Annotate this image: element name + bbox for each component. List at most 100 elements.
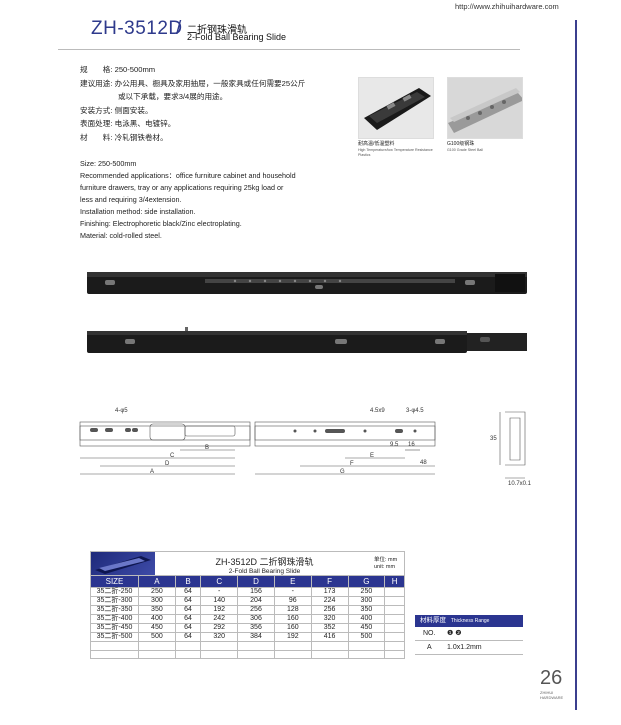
column-header: H	[384, 575, 405, 588]
spec-table: ZH-3512D 二折钢珠滑轨 2-Fold Ball Bearing Slid…	[90, 551, 405, 659]
page-number: 26	[540, 667, 563, 689]
table-cell: 140	[200, 596, 239, 606]
table-cell: 450	[347, 623, 386, 633]
table-cell	[138, 649, 176, 659]
table-cell: 35二折-350	[90, 605, 139, 615]
label-hole-b: 3-φ4.5	[406, 408, 424, 414]
table-cell	[384, 596, 405, 606]
label-holes-left: 4-φ5	[115, 408, 128, 414]
label-G: G	[340, 469, 345, 475]
table-cell	[384, 632, 405, 642]
specs-chinese: 规 格: 250-500mm 建议用途: 办公用具、橱具及家用抽屉，一般家具或任…	[80, 63, 305, 144]
table-cell: 35二折-300	[90, 596, 139, 606]
table-cell	[174, 641, 202, 651]
column-header: A	[138, 575, 176, 588]
unit-en: unit: mm	[374, 564, 396, 570]
thickness-head-cn: 材料厚度	[420, 617, 446, 624]
label-B: B	[205, 445, 209, 451]
table-cell: 128	[273, 605, 312, 615]
label-C: C	[170, 453, 175, 459]
column-header: F	[310, 575, 349, 588]
table-cell	[384, 623, 405, 633]
table-cell: 500	[138, 632, 176, 642]
photo1-caption-cn: 耐高温/低温塑料	[358, 141, 395, 147]
table-row	[90, 641, 405, 651]
spec-line: Material: cold-rolled steel.	[80, 231, 162, 240]
label-hole-a: 4.5x9	[370, 408, 385, 414]
spec-line: Installation method: side installation.	[80, 207, 196, 216]
spec-line: 建议用途: 办公用具、橱具及家用抽屉，一般家具或任何需要25公斤	[80, 78, 306, 88]
column-header: D	[237, 575, 275, 588]
column-header: E	[273, 575, 312, 588]
table-cell	[200, 649, 239, 659]
table-cell: 300	[138, 596, 176, 606]
label-F: F	[350, 461, 354, 467]
title-slash: /	[176, 18, 182, 39]
table-cell: 35二折-500	[90, 632, 139, 642]
table-cell: 64	[174, 614, 202, 624]
table-cell: 35二折-250	[90, 587, 139, 597]
brand-line1: ZHIHUI	[540, 690, 554, 695]
technical-drawing: 4-φ5 4.5x9 3-φ4.5 9.5 16 48 35 10.7x0.1 …	[79, 408, 532, 487]
table-cell: 35二折-450	[90, 623, 139, 633]
spec-line: 规 格: 250-500mm	[80, 65, 156, 74]
table-cell	[90, 649, 139, 659]
table-cell	[237, 641, 275, 651]
table-cell	[384, 641, 405, 651]
table-cell	[138, 641, 176, 651]
table-cell	[200, 641, 239, 651]
header-rule	[58, 49, 520, 50]
table-cell: 160	[273, 614, 312, 624]
table-cell: 416	[310, 632, 349, 642]
label-E: E	[370, 453, 374, 459]
table-cell	[273, 641, 312, 651]
table-header: ZH-3512D 二折钢珠滑轨 2-Fold Ball Bearing Slid…	[90, 551, 405, 575]
table-cell: 350	[138, 605, 176, 615]
table-cell: 400	[138, 614, 176, 624]
slide-thumbnail	[91, 552, 155, 575]
table-cell: 160	[273, 623, 312, 633]
label-A: A	[150, 469, 154, 475]
slide-extended-photo	[87, 272, 527, 294]
column-header: SIZE	[90, 575, 139, 588]
table-cell: 320	[310, 614, 349, 624]
spec-line: 安装方式: 侧面安装。	[80, 105, 153, 115]
label-D: D	[165, 461, 170, 467]
table-cell	[384, 587, 405, 597]
table-cell	[384, 649, 405, 659]
plastic-closeup-photo	[358, 77, 434, 139]
thickness-header: 材料厚度 Thickness Range	[415, 615, 523, 627]
table-cell: 96	[273, 596, 312, 606]
no-values: ❶ ❷	[447, 630, 462, 637]
unit-cn: 单位: mm	[374, 557, 398, 563]
spec-line: furniture drawers, tray or any applicati…	[80, 183, 284, 192]
spec-line: 或以下承载，要求3/4展的用途。	[80, 92, 228, 101]
label-9-5: 9.5	[390, 442, 399, 448]
website-url: http://www.zhihuihardware.com	[455, 2, 559, 11]
table-cell: 192	[200, 605, 239, 615]
spec-line: 表面处理: 电泳黑、电镀锌。	[80, 119, 176, 128]
specs-english: Size: 250-500mm Recommended applications…	[80, 158, 296, 242]
photo2-caption-en: G100 Grade Steel Ball	[447, 148, 483, 152]
brand-mark: ZHIHUI HARDWARE	[540, 690, 563, 700]
table-cell	[347, 641, 386, 651]
spec-line: 材 料: 冷轧钢铁卷材。	[80, 132, 168, 142]
table-title-cn: ZH-3512D 二折钢珠滑轨	[215, 557, 314, 567]
table-cell: 173	[310, 587, 349, 597]
table-cell: 64	[174, 623, 202, 633]
slide-closed-photo	[87, 327, 527, 353]
title-english: 2-Fold Ball Bearing Slide	[187, 32, 287, 42]
brand-line2: HARDWARE	[540, 695, 564, 700]
table-cell: 64	[174, 605, 202, 615]
table-cell	[384, 605, 405, 615]
table-cell	[310, 649, 349, 659]
table-cell: 500	[347, 632, 386, 642]
table-title-en: 2-Fold Ball Bearing Slide	[228, 568, 301, 575]
column-header: B	[174, 575, 202, 588]
